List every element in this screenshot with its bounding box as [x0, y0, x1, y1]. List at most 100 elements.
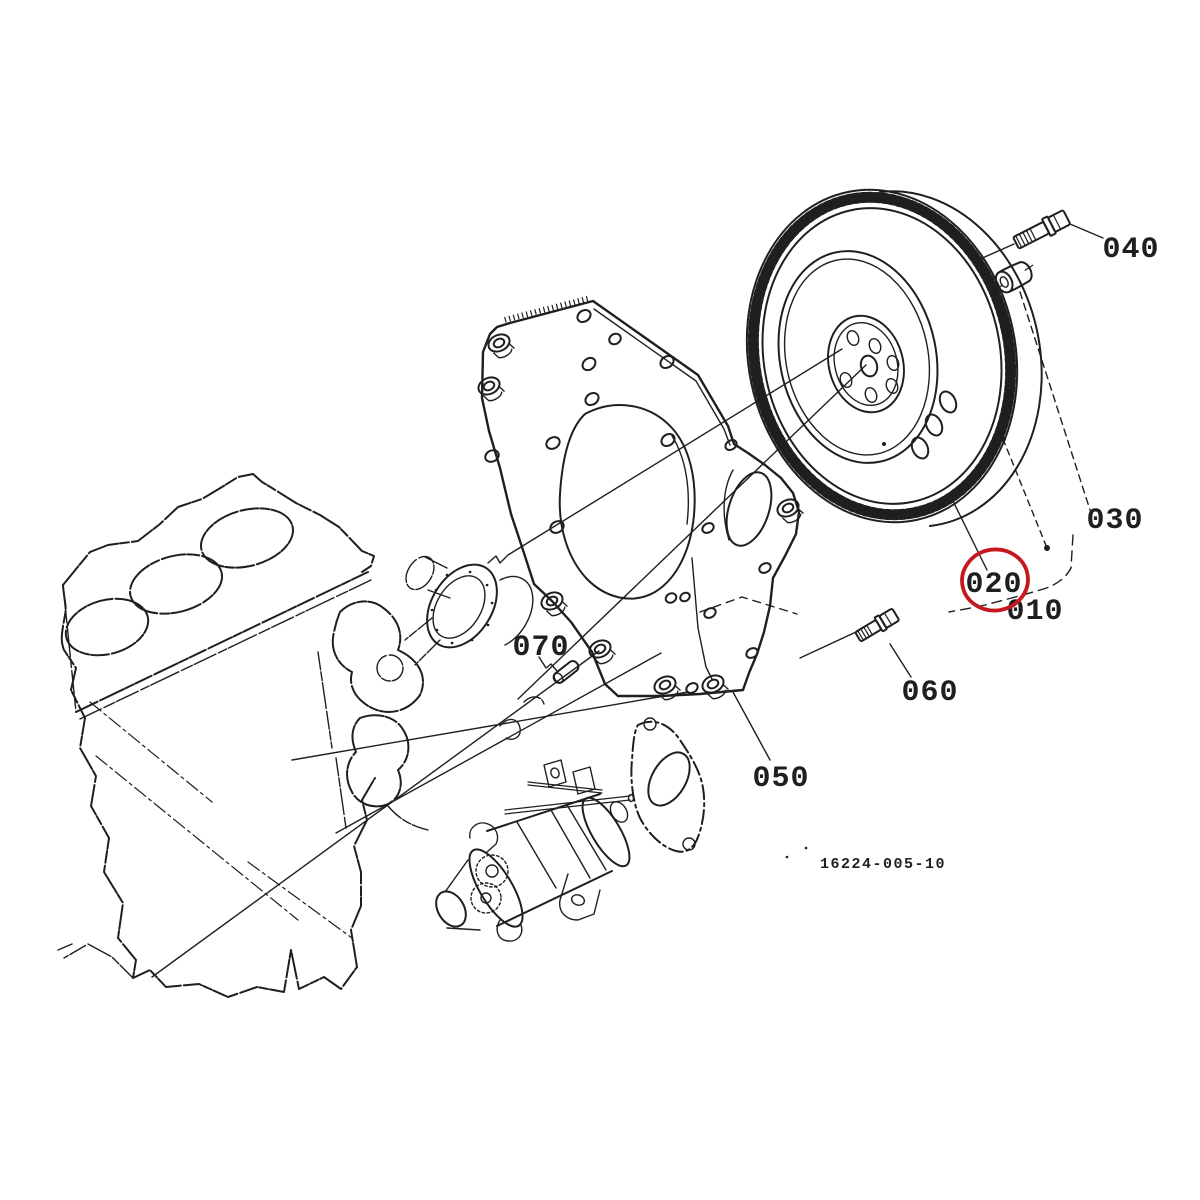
drawing-ref-code: 16224-005-10 — [820, 856, 946, 873]
part-label-060: 060 — [901, 676, 958, 710]
starter-gasket — [630, 717, 706, 853]
bolt-hole — [549, 520, 565, 534]
bolt-hole — [758, 562, 772, 574]
balance-hole — [924, 413, 944, 437]
through-bolt-stud — [504, 795, 631, 815]
flywheel-outer-rim — [745, 188, 1019, 524]
starter-front-flange — [468, 848, 524, 928]
bolt-hole — [679, 591, 691, 603]
bolt-hole — [703, 607, 717, 619]
block-foot — [57, 943, 134, 979]
opening-lip-arc — [671, 435, 690, 525]
starter-nose — [435, 890, 467, 928]
bolt-head — [878, 608, 900, 629]
hub-bolt-hole — [846, 330, 860, 346]
speck — [804, 846, 808, 850]
hub-bolt-hole — [886, 355, 900, 371]
gasket-hole — [643, 717, 657, 731]
bolt-hole — [745, 647, 759, 659]
pinion-gear-center — [480, 892, 492, 904]
starter-bracket — [559, 873, 601, 921]
hub-center-hole — [859, 354, 879, 378]
block-deck-edge-inner — [79, 579, 372, 720]
face-dot — [882, 442, 886, 446]
mounting-boss — [773, 494, 806, 528]
crankshaft-flange-inner — [432, 575, 486, 639]
hidden-edge — [699, 596, 798, 615]
fasteners — [552, 209, 1071, 684]
hub-bolt-hole — [885, 378, 899, 394]
flywheel-face-ring — [777, 250, 939, 464]
starter-band — [516, 804, 607, 889]
collar-body — [998, 261, 1033, 293]
collar-axis-ticks — [995, 264, 1034, 291]
boundary-010-dashed — [948, 534, 1074, 613]
bolt-060-axis-line — [799, 631, 857, 659]
block-detail-line — [89, 701, 213, 803]
flange-ear — [469, 822, 499, 853]
block-top-face-edge — [62, 473, 375, 586]
bolt-hole — [664, 592, 678, 604]
gasket-opening — [647, 751, 691, 807]
backplate — [474, 295, 806, 705]
block-deck-edge — [75, 571, 369, 713]
plate-bolt-060 — [854, 608, 900, 642]
starter-barrel — [486, 793, 613, 927]
hub-bolt-hole — [864, 387, 878, 403]
cylinder-bore — [64, 597, 150, 657]
backplate-serration — [504, 295, 589, 323]
ring-gear-teeth — [747, 191, 1017, 521]
part-label-010: 010 — [1006, 595, 1063, 629]
backplate-central-opening — [558, 404, 696, 600]
bolt-threads — [857, 624, 874, 641]
part-label-020: 020 — [965, 568, 1022, 602]
assembly-axis-line — [151, 650, 600, 978]
bolt-hole — [484, 449, 500, 463]
part-label-040: 040 — [1102, 233, 1159, 267]
gasket-hole — [682, 837, 696, 851]
bolt-hole — [701, 522, 715, 534]
bolt-threads — [1015, 227, 1037, 249]
block-detail-line — [317, 651, 347, 829]
leader-020 — [949, 494, 988, 571]
ring-gear-inner-edge — [761, 207, 1003, 505]
highlight-circle-020 — [960, 547, 1030, 613]
bolt-shank — [1012, 221, 1050, 250]
mounting-boss — [650, 671, 683, 705]
leader-010-dashed — [1002, 438, 1048, 549]
speck — [785, 855, 789, 859]
crank-stub — [405, 555, 435, 591]
flywheel — [745, 188, 1043, 527]
hub-leader-line — [517, 364, 867, 700]
bolt-head — [1047, 209, 1071, 233]
hub-bolt-hole — [839, 372, 853, 388]
block-bottom-edge — [132, 949, 358, 998]
counterweight — [346, 714, 410, 808]
backplate-outline — [480, 299, 801, 698]
bolt-hole — [584, 391, 600, 407]
bolt-hole — [685, 682, 699, 694]
part-label-070: 070 — [512, 631, 569, 665]
block-detail-line — [95, 755, 299, 921]
flywheel-balance-holes — [910, 390, 958, 460]
flange-ear — [496, 919, 523, 942]
starter-motor — [435, 759, 635, 942]
pin-face — [553, 672, 564, 684]
timing-gear — [376, 654, 404, 682]
engine-block — [57, 473, 376, 998]
bolt-hole — [576, 308, 592, 324]
pin-body — [552, 660, 580, 684]
dowel-pin-070 — [552, 660, 580, 684]
leader-060 — [889, 643, 912, 678]
part-labels: 040 030 020 010 060 050 070 16224-005-10 — [512, 233, 1159, 873]
crankshaft — [331, 555, 545, 831]
hub-leader-line — [487, 348, 843, 564]
flywheel-back-rim — [879, 190, 1043, 527]
mounting-boss — [474, 372, 507, 406]
hub-bolt-hole — [868, 338, 882, 354]
pinion-gear-center — [485, 864, 499, 878]
cylinder-bore — [129, 553, 223, 615]
bolt-hole — [660, 432, 676, 448]
